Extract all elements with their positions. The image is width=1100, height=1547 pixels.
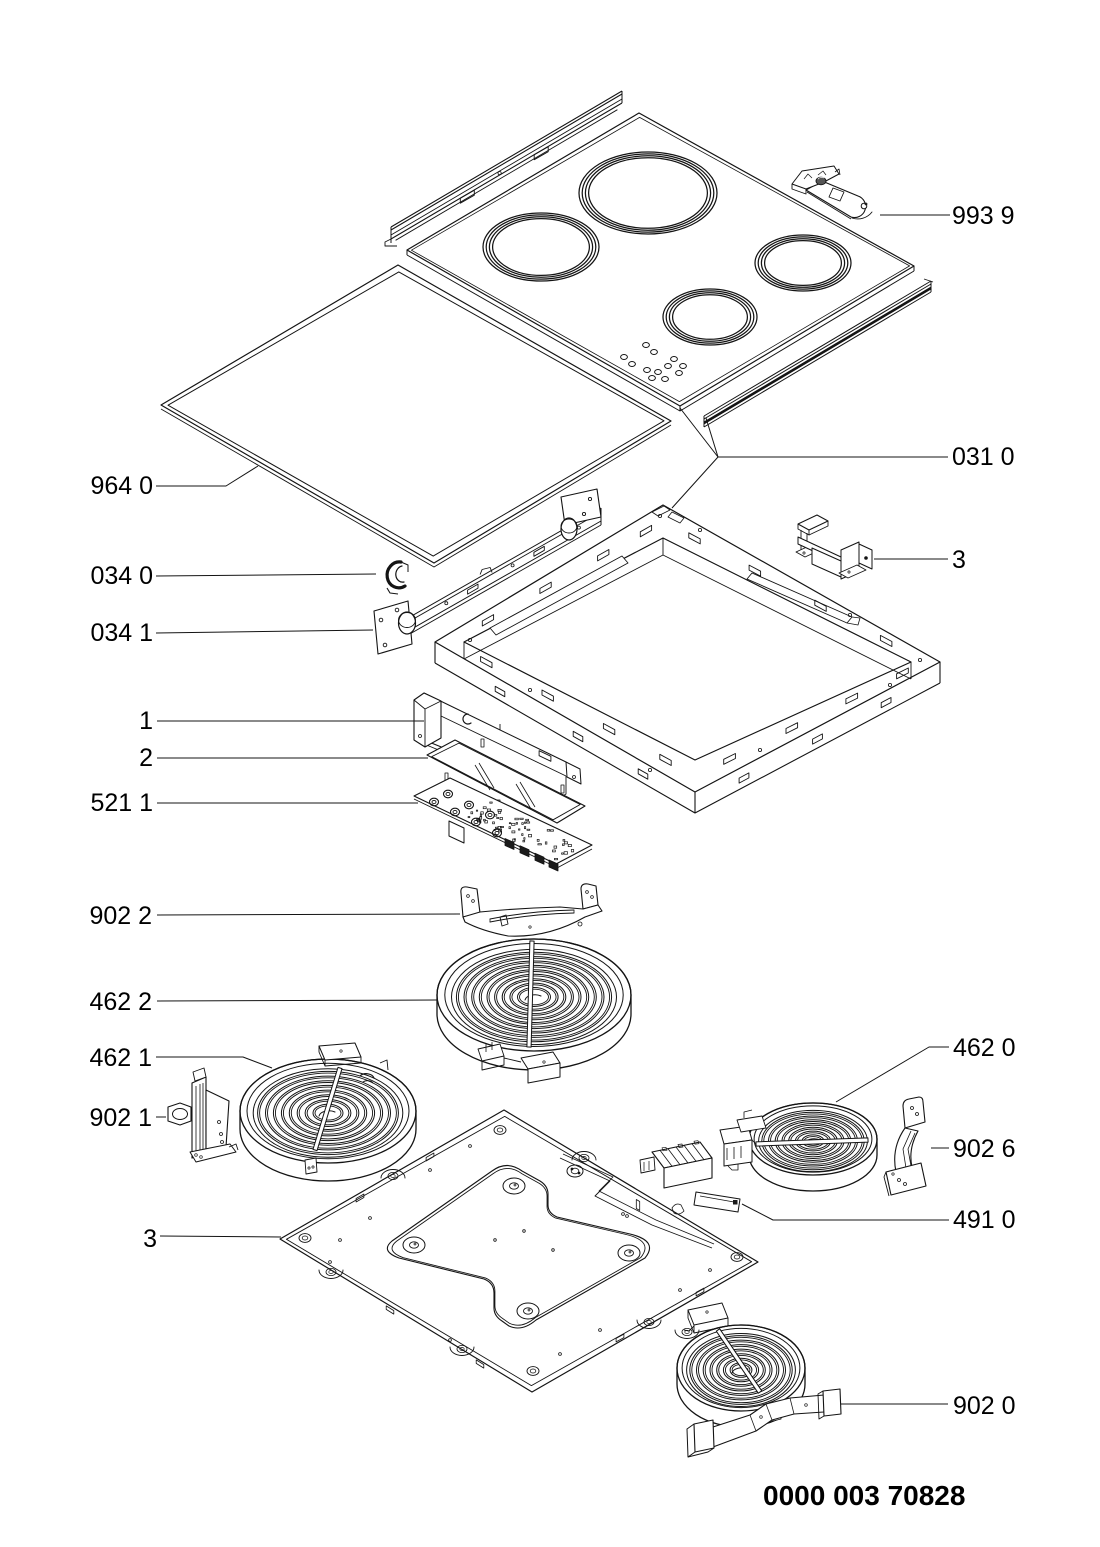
svg-text:462 1: 462 1 (89, 1044, 152, 1072)
svg-text:034 1: 034 1 (90, 619, 153, 647)
svg-text:031 0: 031 0 (952, 443, 1015, 471)
svg-text:993 9: 993 9 (952, 202, 1015, 230)
svg-text:3: 3 (143, 1225, 157, 1253)
svg-text:462 0: 462 0 (953, 1034, 1016, 1062)
svg-text:3: 3 (952, 546, 966, 574)
svg-text:521 1: 521 1 (90, 789, 153, 817)
svg-text:902 1: 902 1 (89, 1104, 152, 1132)
svg-text:0000 003 70828: 0000 003 70828 (763, 1480, 965, 1511)
svg-text:034 0: 034 0 (90, 562, 153, 590)
svg-text:902 2: 902 2 (89, 902, 152, 930)
svg-text:462 2: 462 2 (89, 988, 152, 1016)
svg-text:491 0: 491 0 (953, 1206, 1016, 1234)
svg-text:1: 1 (139, 707, 153, 735)
svg-text:902 0: 902 0 (953, 1392, 1016, 1420)
svg-text:964 0: 964 0 (90, 472, 153, 500)
svg-text:902 6: 902 6 (953, 1135, 1016, 1163)
svg-text:2: 2 (139, 744, 153, 772)
